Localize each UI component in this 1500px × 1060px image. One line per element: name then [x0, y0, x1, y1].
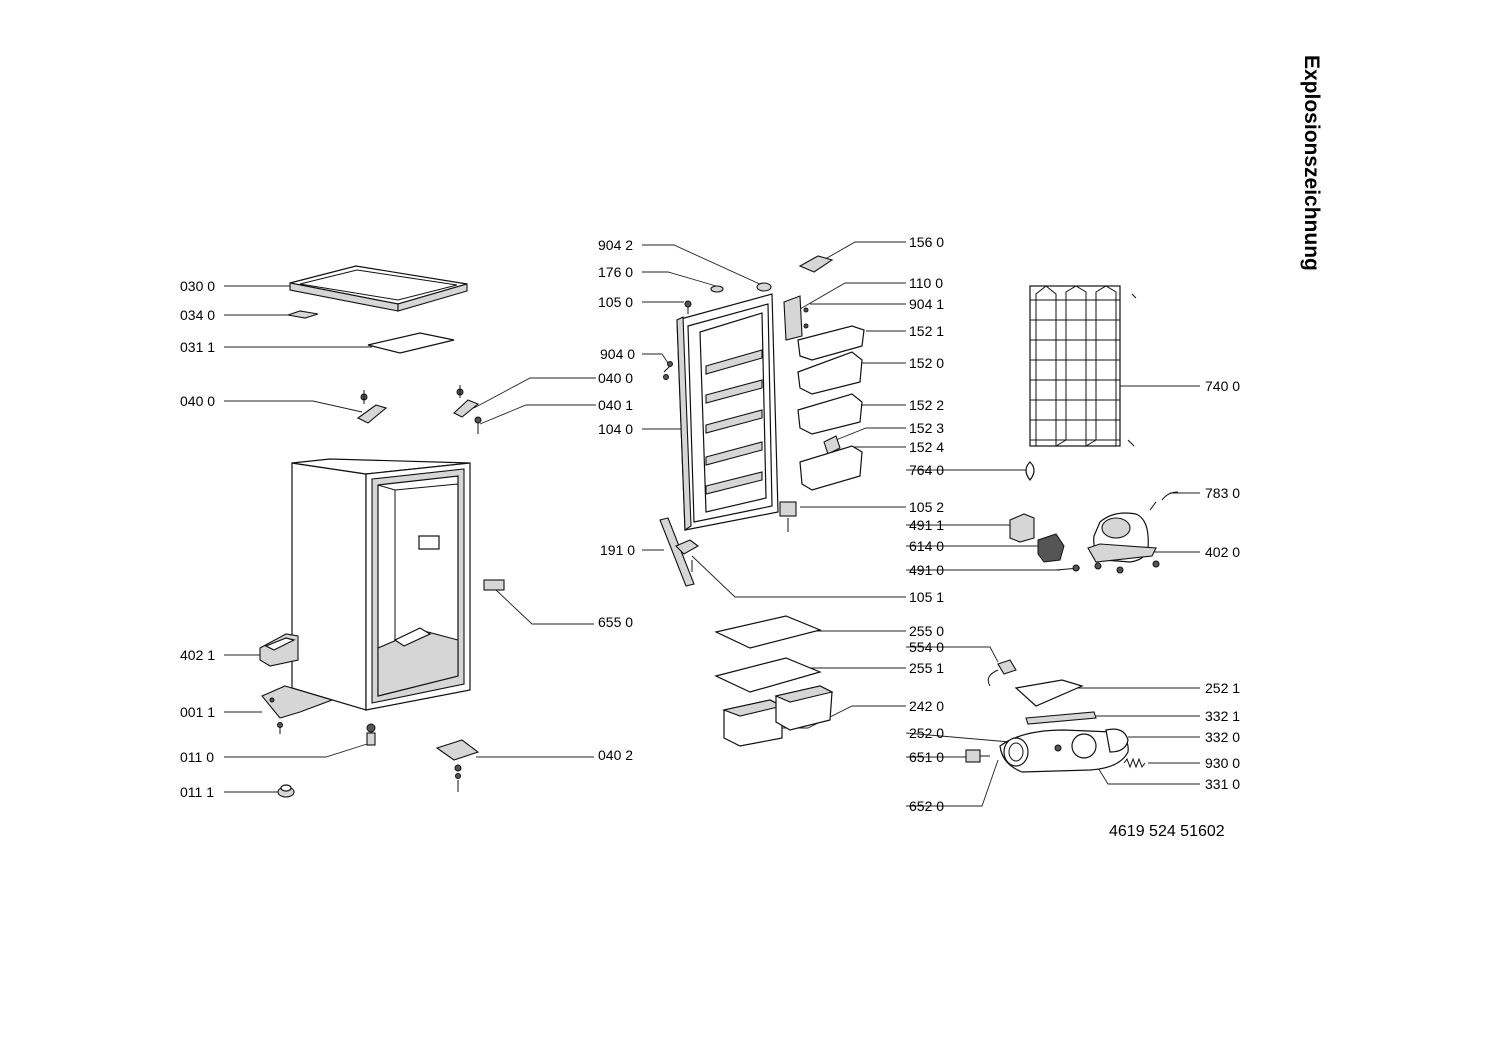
part-label-491-0: 491 0	[909, 562, 945, 578]
part-label-152-0: 152 0	[909, 355, 945, 371]
part-label-152-3: 152 3	[909, 420, 945, 436]
door-stop-176-0	[710, 285, 724, 293]
door-104-0	[676, 293, 779, 532]
part-label-651-0: 651 0	[909, 749, 945, 765]
condenser-740-0	[1029, 285, 1137, 447]
part-label-152-1: 152 1	[909, 323, 945, 339]
drip-tray-402-1	[259, 633, 299, 667]
hinge-040-0-right	[453, 385, 480, 418]
part-label-105-2: 105 2	[909, 499, 945, 515]
part-label-904-0: 904 0	[600, 346, 636, 362]
wire-554-0	[987, 659, 1017, 687]
shelf-lid-152-1	[797, 325, 865, 361]
part-label-040-2: 040 2	[598, 747, 634, 763]
part-label-011-0: 011 0	[180, 749, 214, 765]
part-label-242-0: 242 0	[909, 698, 945, 714]
handle-904-2	[756, 282, 772, 292]
drain-pipe-764-0	[1025, 461, 1035, 481]
shelf-255-1	[714, 657, 822, 693]
top-cover-030-0	[289, 265, 468, 312]
part-label-031-1: 031 1	[180, 339, 216, 355]
lamp-socket-651-0	[965, 749, 990, 763]
part-label-402-0: 402 0	[1205, 544, 1241, 560]
part-label-040-1: 040 1	[598, 397, 634, 413]
cabinet-body	[291, 458, 471, 711]
shelf-clip-152-3	[823, 435, 841, 455]
part-label-105-1: 105 1	[909, 589, 945, 605]
part-label-930-0: 930 0	[1205, 755, 1241, 771]
part-label-176-0: 176 0	[598, 264, 634, 280]
document-title: Explosionszeichnung	[1300, 55, 1323, 271]
part-label-252-0: 252 0	[909, 725, 945, 741]
relay-614-0	[1037, 533, 1065, 563]
part-label-491-1: 491 1	[909, 517, 945, 533]
part-label-156-0: 156 0	[909, 234, 945, 250]
part-label-614-0: 614 0	[909, 538, 945, 554]
knob-332-0	[1105, 728, 1129, 753]
foot-screw-011-0	[366, 723, 376, 746]
part-label-191-0: 191 0	[600, 542, 636, 558]
foot-011-1	[277, 784, 295, 798]
door-shelf-152-4	[799, 445, 863, 491]
door-hinge-105-1	[675, 539, 699, 572]
housing-cover-252-1	[1014, 679, 1084, 707]
part-label-011-1: 011 1	[180, 784, 214, 800]
part-label-652-0: 652 0	[909, 798, 945, 814]
hinge-040-0-left	[356, 390, 388, 424]
tube-783-0	[1161, 491, 1179, 501]
handle-110-0	[783, 295, 809, 341]
part-label-740-0: 740 0	[1205, 378, 1241, 394]
cover-clip-034-0	[287, 310, 319, 319]
part-label-331-0: 331 0	[1205, 776, 1241, 792]
document-number: 4619 524 51602	[1109, 823, 1225, 840]
part-label-655-0: 655 0	[598, 614, 634, 630]
part-label-040-0-right: 040 0	[598, 370, 634, 386]
part-label-030-0: 030 0	[180, 278, 216, 294]
housing-252-0	[999, 729, 1129, 773]
part-label-040-0-left: 040 0	[180, 393, 216, 409]
relay-cover-491-1	[1009, 513, 1035, 543]
bracket-332-1	[1025, 711, 1097, 725]
part-label-105-0: 105 0	[598, 294, 634, 310]
clip-491-0	[1055, 564, 1081, 572]
hinge-105-2	[779, 501, 797, 532]
part-label-152-2: 152 2	[909, 397, 945, 413]
part-label-904-1: 904 1	[909, 296, 945, 312]
cover-plate-031-1	[367, 332, 455, 354]
part-label-104-0: 104 0	[598, 421, 634, 437]
part-label-332-1: 332 1	[1205, 708, 1241, 724]
compressor-402-0	[1087, 501, 1160, 574]
spring-930-0	[1123, 757, 1146, 769]
part-label-252-1: 252 1	[1205, 680, 1241, 696]
part-label-764-0: 764 0	[909, 462, 945, 478]
hinge-pin-040-1	[474, 416, 482, 434]
part-label-152-4: 152 4	[909, 439, 945, 455]
part-label-255-0: 255 0	[909, 623, 945, 639]
crisper-bins-242-0	[722, 685, 834, 747]
part-label-034-0: 034 0	[180, 307, 216, 323]
part-label-001-1: 001 1	[180, 704, 216, 720]
door-strip-191-0	[659, 517, 695, 587]
part-label-332-0: 332 0	[1205, 729, 1241, 745]
handle-cover-156-0	[798, 255, 834, 273]
screw-105-0	[684, 300, 692, 314]
part-label-402-1: 402 1	[180, 647, 216, 663]
door-shelf-152-0	[797, 351, 863, 395]
door-shelf-152-2	[797, 393, 863, 435]
screws-904-0	[663, 361, 673, 380]
part-label-554-0: 554 0	[909, 639, 945, 655]
label-plate-655-0	[483, 579, 505, 591]
bottom-hinge-040-2	[435, 739, 480, 792]
shelf-255-0	[714, 615, 822, 649]
bracket-001-1	[261, 685, 334, 734]
part-label-783-0: 783 0	[1205, 485, 1241, 501]
part-label-255-1: 255 1	[909, 660, 945, 676]
part-label-110-0: 110 0	[909, 275, 943, 291]
part-label-904-2: 904 2	[598, 237, 634, 253]
